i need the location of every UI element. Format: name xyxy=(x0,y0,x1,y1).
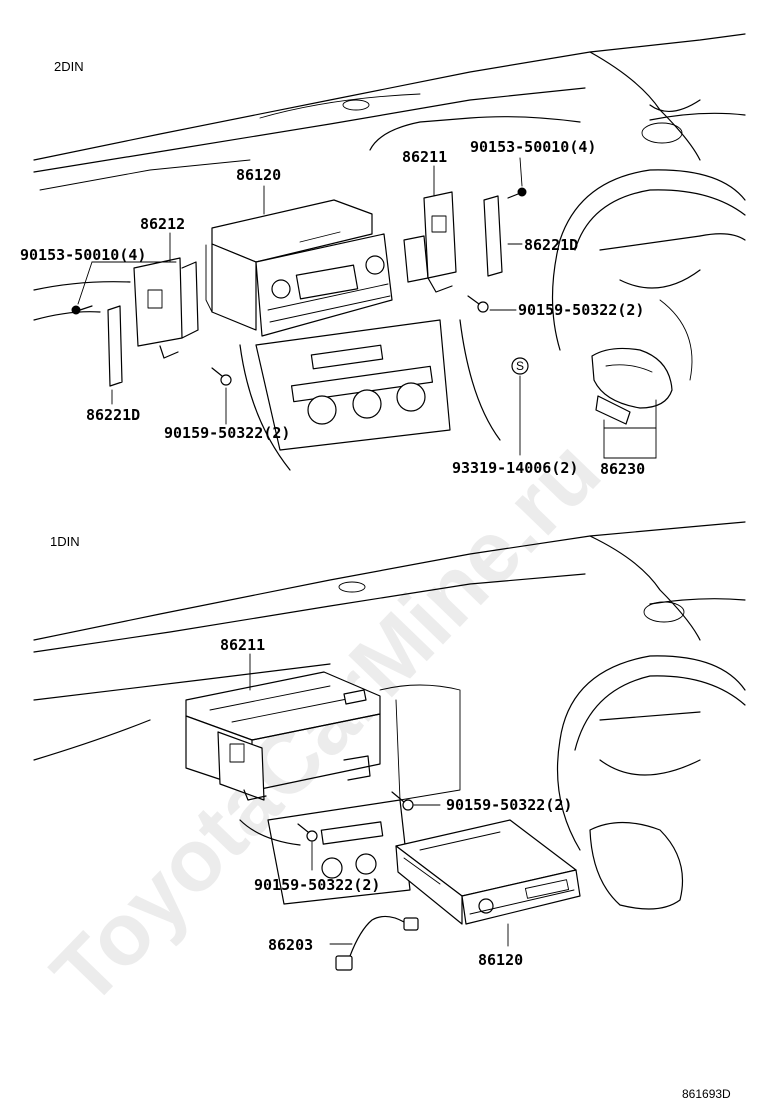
callout-86230: 86230 xyxy=(600,460,645,478)
s-mark-circle xyxy=(511,357,529,375)
callout-86212: 86212 xyxy=(140,215,185,233)
callout-bolt-right-1din: 90159-50322(2) xyxy=(446,796,572,814)
bolt-90159-left-1din xyxy=(297,823,318,842)
steering-switch-86230 xyxy=(591,299,693,425)
diagram-code: 861693D xyxy=(682,1087,731,1101)
screw-90153-left xyxy=(71,305,93,315)
callout-screw-left-2din: 90153-50010(4) xyxy=(20,246,146,264)
center-console-1din xyxy=(267,799,411,905)
callout-86221d-left: 86221D xyxy=(86,406,140,424)
callout-bolt-left-1din: 90159-50322(2) xyxy=(254,876,380,894)
callout-86211-1din: 86211 xyxy=(220,636,265,654)
section-label-2din: 2DIN xyxy=(54,59,84,74)
callout-86120-1din: 86120 xyxy=(478,951,523,969)
bolt-90159-left xyxy=(211,367,232,386)
bracket-86211-1din xyxy=(185,671,381,801)
screw-90153-right xyxy=(507,187,527,199)
dashboard-outline-1din xyxy=(33,521,746,846)
leader-lines-2din xyxy=(77,157,657,459)
dashboard-outline-2din xyxy=(33,33,746,321)
bracket-86212 xyxy=(133,257,199,359)
callout-bolt-left-2din: 90159-50322(2) xyxy=(164,424,290,442)
cover-86221d-left xyxy=(107,305,123,387)
section-2din: 2DIN xyxy=(20,33,746,478)
callout-bolt-right-2din: 90159-50322(2) xyxy=(518,301,644,319)
leader-lines-1din xyxy=(249,653,509,947)
section-1din: 1DIN xyxy=(33,521,746,971)
callout-86211-2din: 86211 xyxy=(402,148,447,166)
callout-screw-right-2din: 90153-50010(4) xyxy=(470,138,596,156)
callout-86203: 86203 xyxy=(268,936,313,954)
radio-head-unit-1din xyxy=(395,819,581,925)
steering-wheel-2din xyxy=(551,99,746,351)
bolt-90159-right xyxy=(467,295,489,313)
steering-wheel-1din xyxy=(556,655,746,910)
radio-head-unit-2din xyxy=(205,199,393,337)
callout-86120-2din: 86120 xyxy=(236,166,281,184)
s-mark: S xyxy=(516,359,524,373)
center-console-2din xyxy=(239,319,501,471)
callout-93319: 93319-14006(2) xyxy=(452,459,578,477)
bracket-86211-2din xyxy=(403,191,457,293)
section-label-1din: 1DIN xyxy=(50,534,80,549)
cover-86221d-right xyxy=(483,195,503,277)
harness-86203 xyxy=(335,915,419,971)
bolt-90159-right-1din xyxy=(391,791,414,811)
callout-86221d-right: 86221D xyxy=(524,236,578,254)
